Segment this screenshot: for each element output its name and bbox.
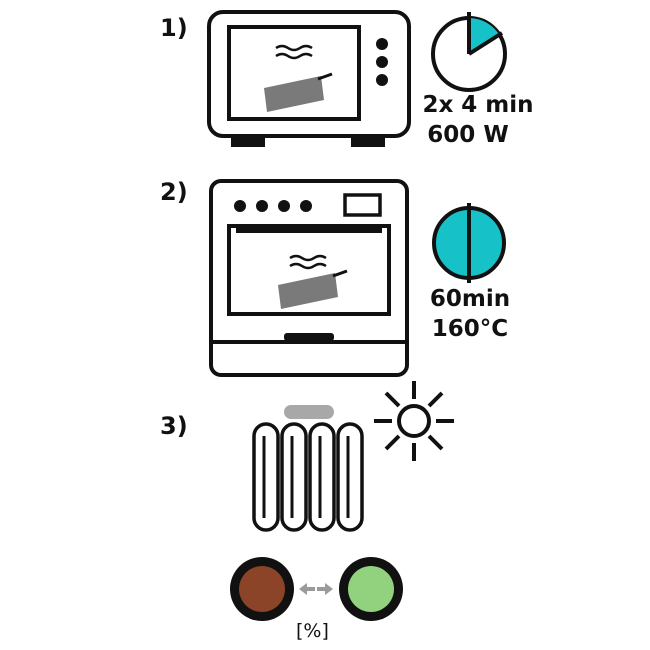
sun-icon xyxy=(374,381,454,461)
step-2-time: 60min xyxy=(429,286,511,312)
radiator-icon xyxy=(252,405,364,532)
oven-icon xyxy=(209,179,409,377)
step-1-label: 1) xyxy=(160,14,188,42)
double-arrow-icon xyxy=(299,583,333,595)
step-2-label: 2) xyxy=(160,178,188,206)
steam-icon-2 xyxy=(289,254,327,270)
step-2-temperature: 160°C xyxy=(431,316,509,342)
microwave-icon xyxy=(207,10,411,147)
step-1-power: 600 W xyxy=(427,122,509,148)
food-package-icon-2 xyxy=(278,269,348,309)
food-package-icon xyxy=(264,72,333,112)
step-1-time: 2x 4 min xyxy=(422,92,534,118)
step-3-label: 3) xyxy=(160,412,188,440)
steam-icon xyxy=(275,44,313,60)
timer-full-icon xyxy=(432,203,506,283)
brown-circle-icon xyxy=(230,557,294,621)
green-circle-icon xyxy=(339,557,403,621)
percent-label: [%] xyxy=(296,620,329,642)
timer-quarter-icon xyxy=(431,12,507,92)
